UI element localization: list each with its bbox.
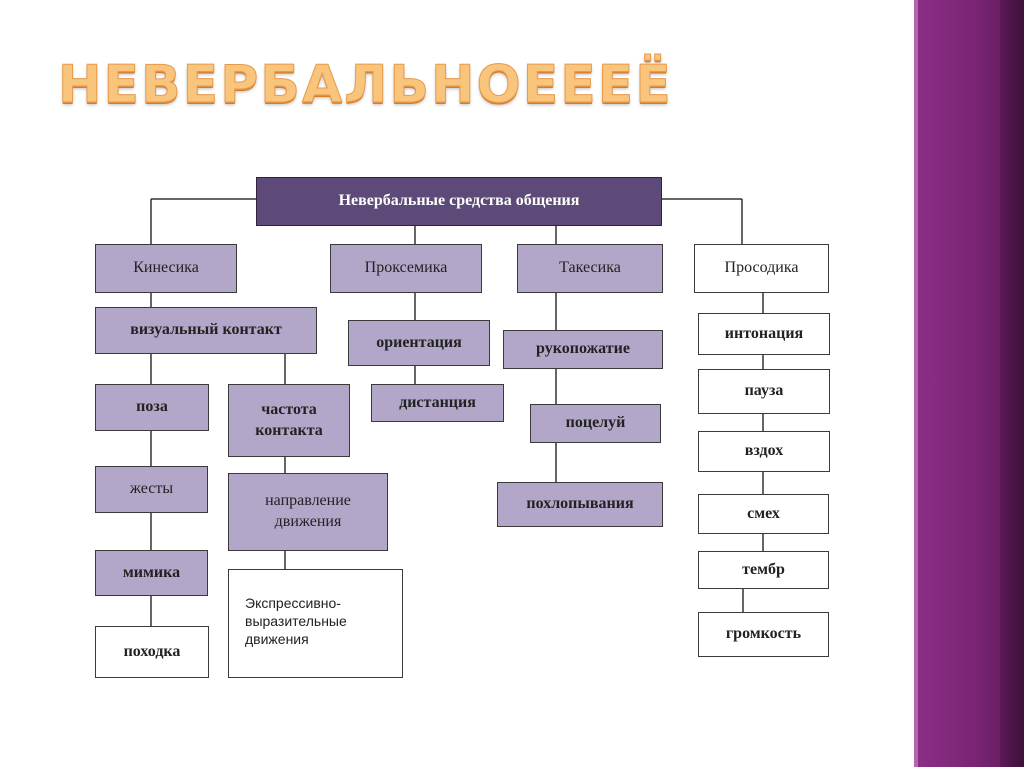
connector-lines: [150, 198, 764, 626]
node-prosodika: Просодика: [694, 244, 829, 293]
side-decor-dark: [1000, 0, 1024, 767]
node-vzdokh: вздох: [698, 431, 830, 472]
node-smekh: смех: [698, 494, 829, 534]
node-pohodka: походка: [95, 626, 209, 678]
node-kinesika: Кинесика: [95, 244, 237, 293]
node-pauza: пауза: [698, 369, 830, 414]
slide-title: НЕВЕРБАЛЬНОЕЕЕЁ: [58, 55, 673, 116]
node-zhesty: жесты: [95, 466, 208, 513]
node-intonatsiya: интонация: [698, 313, 830, 355]
node-napravlenie: направление движения: [228, 473, 388, 551]
side-decor-edge: [914, 0, 918, 767]
node-chastota: частота контакта: [228, 384, 350, 457]
node-poza: поза: [95, 384, 209, 431]
node-potseluy: поцелуй: [530, 404, 661, 443]
node-distantsiya: дистанция: [371, 384, 504, 422]
node-orientatsiya: ориентация: [348, 320, 490, 366]
node-proksemika: Проксемика: [330, 244, 482, 293]
node-pokhlopyvaniya: похлопывания: [497, 482, 663, 527]
node-ekspressivno: Экспрессивно-выразительные движения: [228, 569, 403, 678]
node-visual-contact: визуальный контакт: [95, 307, 317, 354]
root-node: Невербальные средства общения: [256, 177, 662, 226]
node-gromkost: громкость: [698, 612, 829, 657]
node-tembr: тембр: [698, 551, 829, 589]
node-rukopozhatie: рукопожатие: [503, 330, 663, 369]
node-takesika: Такесика: [517, 244, 663, 293]
node-mimika: мимика: [95, 550, 208, 596]
